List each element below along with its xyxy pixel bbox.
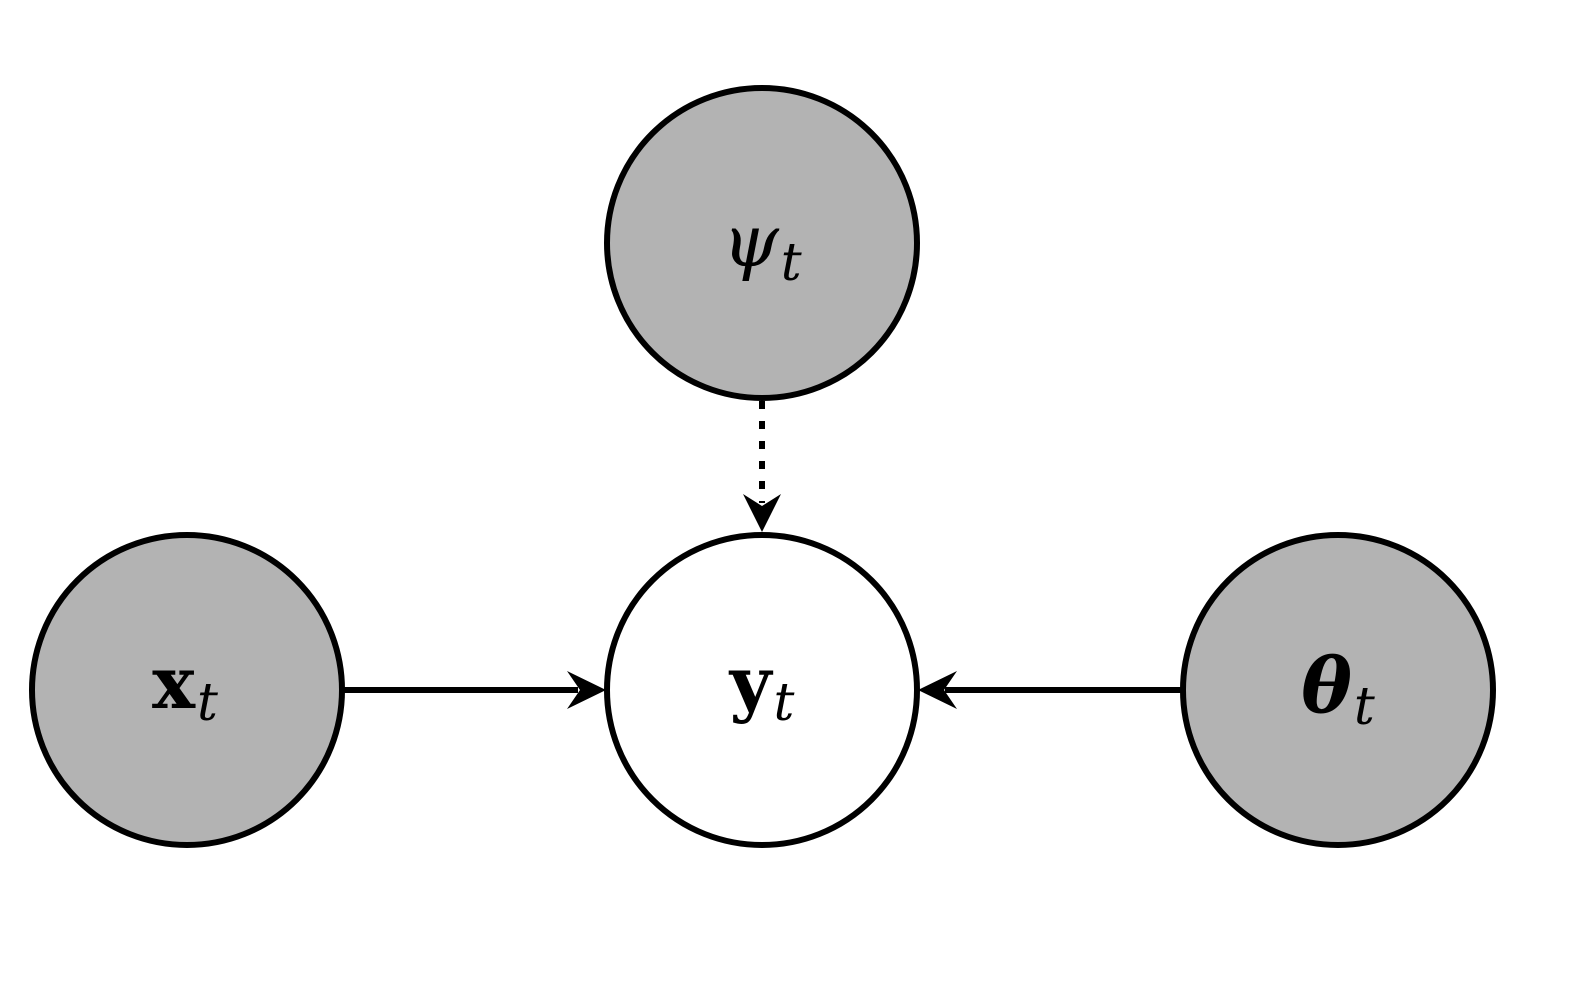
node-x-subscript: t [197, 673, 218, 733]
node-y-subscript: t [773, 673, 794, 733]
edge-psi-to-y [743, 401, 781, 532]
node-theta: θt [1180, 532, 1496, 848]
node-theta-subscript: t [1354, 677, 1375, 737]
arrowhead-theta-to-y [918, 671, 957, 709]
svg-text:θt: θt [1301, 641, 1375, 737]
node-x-circle [29, 532, 345, 848]
node-y: yt [604, 532, 920, 848]
node-x: xt [29, 532, 345, 848]
node-theta-circle [1180, 532, 1496, 848]
node-psi: ψt [604, 85, 920, 401]
node-x-symbol: x [152, 640, 196, 725]
edge-theta-to-y [918, 671, 1183, 709]
node-psi-circle [604, 85, 920, 401]
arrowhead-x-to-y [567, 671, 606, 709]
node-y-symbol: y [729, 640, 774, 725]
svg-text:xt: xt [152, 640, 218, 733]
arrowhead-psi-to-y [743, 494, 781, 532]
node-theta-symbol: θ [1301, 641, 1352, 730]
svg-text:yt: yt [729, 640, 795, 733]
node-psi-subscript: t [781, 233, 802, 293]
node-psi-symbol: ψ [722, 199, 780, 283]
svg-text:ψt: ψt [722, 199, 801, 293]
edge-x-to-y [343, 671, 606, 709]
node-y-circle [604, 532, 920, 848]
